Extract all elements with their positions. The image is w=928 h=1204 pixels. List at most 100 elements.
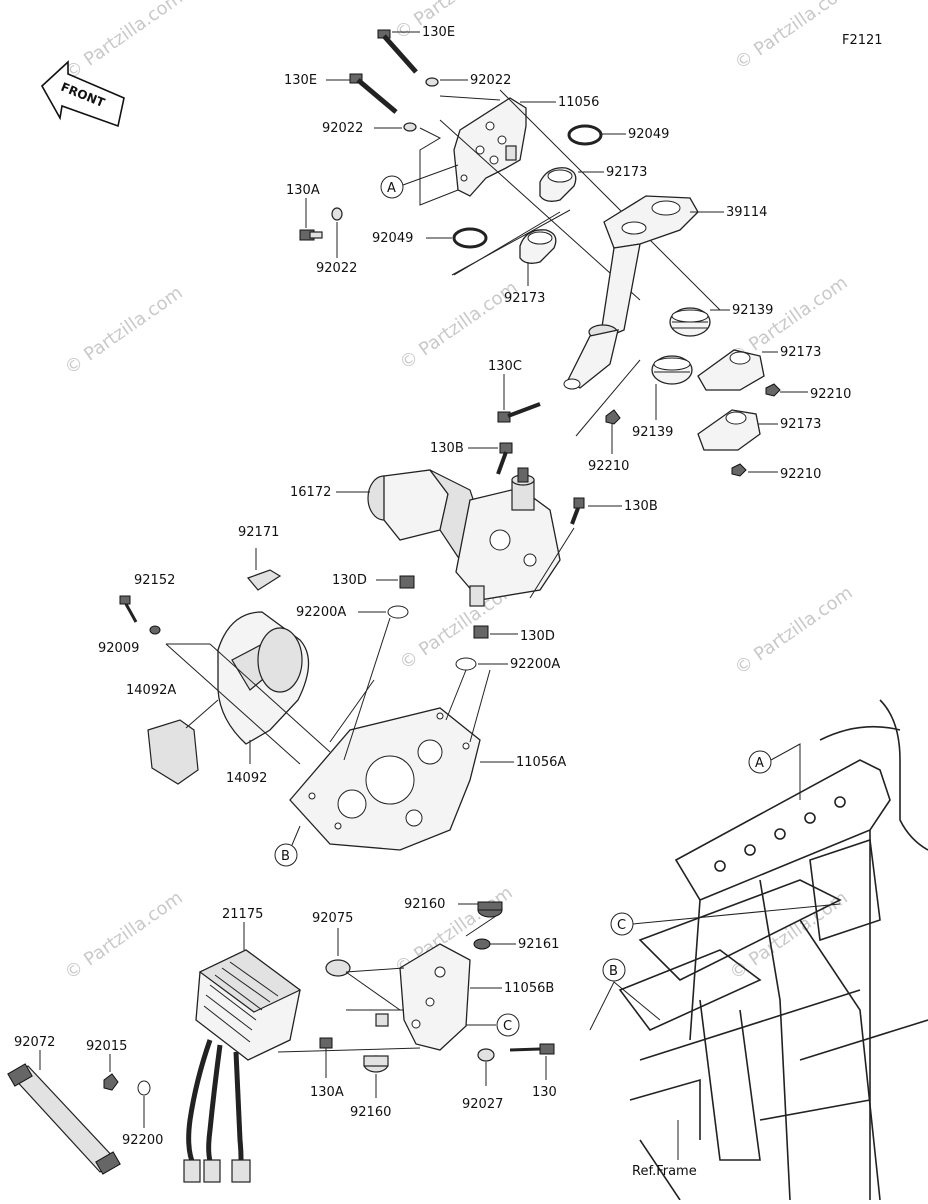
label-92171: 92171 [238,525,279,540]
clamp-92173-r1 [697,349,765,391]
label-92200a-right: 92200A [510,657,560,672]
label-92049-left: 92049 [372,231,413,246]
label-130b-right: 130B [624,499,658,514]
label-14092: 14092 [226,771,267,786]
label-92200a-left: 92200A [296,605,346,620]
washer-92200a-right [455,657,477,671]
label-130b-top: 130B [430,441,464,456]
bolt-130d-top [399,575,415,589]
label-130e-left: 130E [284,73,317,88]
label-ref-frame: Ref.Frame [632,1164,697,1179]
label-16172: 16172 [290,485,331,500]
grommet-92160-bottom [363,1055,389,1073]
band-92072 [7,1063,121,1175]
label-92173-r2: 92173 [780,417,821,432]
callout-a-bracket [380,175,404,199]
label-92173-r1: 92173 [780,345,821,360]
watermark: © Partzilla.com [731,582,857,679]
label-92160-bottom: 92160 [350,1105,391,1120]
watermark: © Partzilla.com [61,0,187,84]
label-11056b: 11056B [504,981,554,996]
watermark: © Partzilla.com [61,887,187,984]
o-ring-92049-left [452,227,488,249]
label-130c: 130C [488,359,522,374]
callout-a-frame-text: A [755,756,764,771]
watermark: © Partzilla.com [61,282,187,379]
label-130e-top: 130E [422,25,455,40]
label-39114: 39114 [726,205,767,220]
plate-11056a [289,707,481,851]
callout-a-bracket-text: A [387,181,396,196]
bracket-11056b [375,943,471,1051]
label-92160-top: 92160 [404,897,445,912]
callout-a-frame [748,750,772,774]
callout-b-frame-text: B [609,964,618,979]
washer-92022-left [331,207,343,221]
bolt-130-bottom [509,1043,555,1055]
label-130d-bottom: 130D [520,629,555,644]
callout-b-frame [602,958,626,982]
label-92022-left: 92022 [316,261,357,276]
label-92210-r2: 92210 [780,467,821,482]
bolt-130e-top [377,29,418,74]
label-92200: 92200 [122,1133,163,1148]
label-92009: 92009 [98,641,139,656]
label-130d-top: 130D [332,573,367,588]
label-92173-mid: 92173 [504,291,545,306]
label-92049-right: 92049 [628,127,669,142]
label-92139-mid: 92139 [632,425,673,440]
grommet-92160-top [477,901,503,918]
bolt-130d-bottom [473,625,489,639]
eps-motor-16172 [367,467,561,607]
label-130a-left: 130A [286,183,320,198]
washer-92022-mid [403,122,417,132]
bolt-130a-bottom [319,1037,333,1049]
label-92027: 92027 [462,1097,503,1112]
nut-92210-r2 [731,463,747,477]
label-130-bottom: 130 [532,1085,557,1100]
callout-c-frame-text: C [617,918,626,933]
label-11056a: 11056A [516,755,566,770]
bolt-130b-right [570,497,585,525]
label-92022-top: 92022 [470,73,511,88]
nut-92015 [103,1073,119,1091]
steering-post-39114 [563,195,699,390]
washer-92022-top [425,77,439,87]
rubber-92171 [246,569,282,591]
label-92139-right: 92139 [732,303,773,318]
bolt-130e-left [349,73,398,114]
label-92015: 92015 [86,1039,127,1054]
label-130a-bottom: 130A [310,1085,344,1100]
cap-92075 [325,959,351,977]
bolt-130c [497,402,541,423]
label-92022-mid: 92022 [322,121,363,136]
o-ring-92049-right [567,124,603,146]
label-14092a: 14092A [126,683,176,698]
nut-92210-mid [605,409,621,425]
label-92173-top: 92173 [606,165,647,180]
callout-c-bracket [496,1013,520,1037]
washer-92200a-left [387,605,409,619]
collar-92173-mid [519,229,557,264]
collar-92009 [149,625,161,635]
label-92161: 92161 [518,937,559,952]
label-21175: 21175 [222,907,263,922]
bolt-92152 [119,595,138,623]
washer-92200 [137,1080,151,1096]
label-92075: 92075 [312,911,353,926]
callout-b-plate [274,843,298,867]
collar-92161 [473,938,491,950]
callout-b-plate-text: B [281,849,290,864]
watermark: © Partzilla.com [731,0,857,74]
eps-control-unit-21175 [183,949,302,1183]
label-92210-mid: 92210 [588,459,629,474]
nut-92210-r1 [765,383,781,397]
label-92152: 92152 [134,573,175,588]
callout-c-bracket-text: C [503,1019,512,1034]
label-11056: 11056 [558,95,599,110]
clamp-92173-r2 [697,409,761,451]
bushing-92139-right [669,307,711,337]
bolt-130a-left [299,229,323,241]
